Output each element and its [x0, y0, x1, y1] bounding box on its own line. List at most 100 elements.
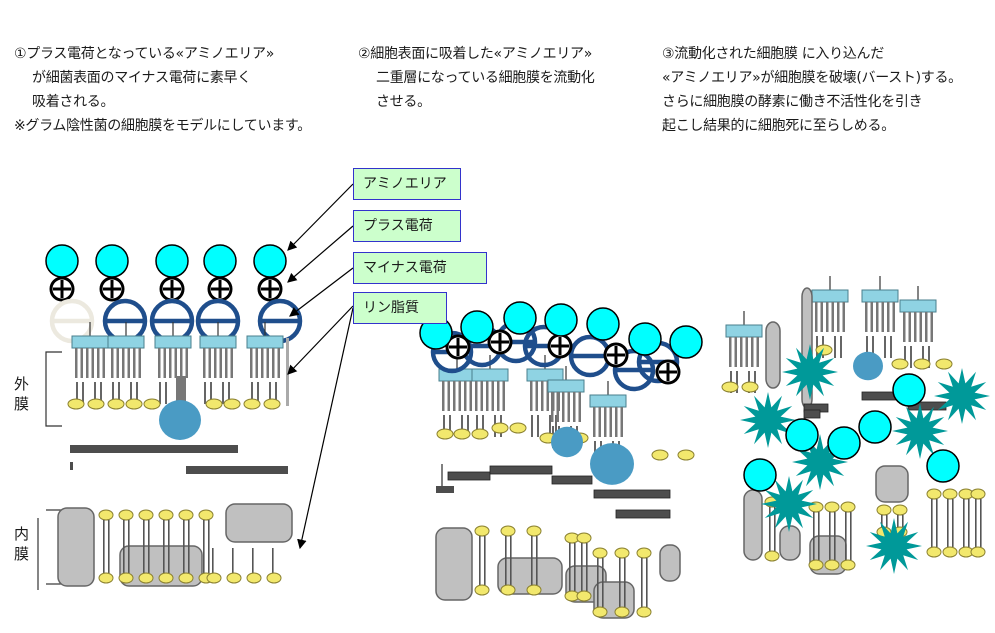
step3-line-1: ③流動化された細胞膜 に入り込んだ	[662, 46, 884, 62]
lipid-head	[926, 546, 942, 558]
fatty-tail	[219, 348, 222, 378]
lipid-head	[576, 532, 592, 544]
lower-tail	[443, 415, 445, 437]
inner-tail	[829, 512, 831, 560]
lower-tail	[537, 415, 539, 437]
lipid-head	[592, 547, 608, 559]
burst-star-icon	[792, 434, 848, 490]
inner-tail	[123, 520, 125, 573]
inner-tail	[947, 499, 949, 547]
lipid-head	[138, 509, 154, 521]
fatty-tail	[214, 348, 217, 378]
inner-tail	[850, 512, 852, 560]
fatty-tail	[230, 348, 233, 378]
membrane-protein	[875, 465, 909, 503]
fatty-tail	[541, 381, 544, 411]
fatty-tail	[820, 302, 823, 332]
step2-caption: ②細胞表面に吸着した«アミノエリア» 二重層になっている細胞膜を流動化 させる。	[358, 42, 595, 114]
fatty-tail	[261, 348, 264, 378]
lipid-head	[824, 501, 840, 513]
inner-tail	[108, 520, 110, 573]
lower-tail	[82, 382, 84, 404]
phospholipid-unit	[199, 322, 237, 404]
fatty-tail	[255, 348, 258, 378]
lower-tail	[467, 415, 469, 437]
fatty-tail	[535, 381, 538, 411]
fatty-tail	[469, 381, 472, 411]
lipid-head	[67, 398, 85, 410]
fatty-tail	[91, 348, 94, 378]
membrane-protein	[743, 489, 763, 561]
lower-tail	[210, 382, 212, 404]
fatty-tail	[740, 337, 743, 367]
inner-tail	[183, 520, 185, 573]
lipid-head	[500, 525, 516, 537]
fatty-tail	[551, 392, 554, 422]
fatty-tail	[97, 348, 100, 378]
inner-tail	[897, 515, 899, 527]
lipoprotein-blob	[590, 443, 634, 485]
lipid-head	[942, 488, 958, 500]
lipid-head	[935, 358, 953, 370]
inner-tail	[574, 543, 576, 591]
step3-line-2: «アミノエリア»が細胞膜を破壊(バースト)する。	[662, 70, 962, 86]
fatty-tail	[491, 381, 494, 411]
lipid-head	[500, 584, 516, 596]
lipoprotein-blob	[551, 426, 583, 458]
step3-line-4: 起こし結果的に細胞死に至らしめる。	[662, 118, 895, 134]
fatty-tail	[604, 407, 607, 437]
amino-area-particle	[858, 410, 892, 444]
fatty-tail	[486, 381, 489, 411]
lipid-head	[223, 398, 241, 410]
fatty-tail	[163, 348, 166, 378]
fatty-tail	[729, 337, 732, 367]
inner-tail	[834, 512, 836, 560]
lipid-head	[125, 398, 143, 410]
membrane-protein	[225, 503, 293, 543]
plus-charge-icon	[603, 342, 629, 368]
lipid-head	[892, 504, 908, 516]
plus-charge-icon	[487, 329, 513, 355]
membrane-protein	[57, 507, 95, 587]
inner-tail	[581, 543, 583, 591]
lower-tail	[165, 382, 167, 404]
step2-line-1: ②細胞表面に吸着した«アミノエリア»	[358, 46, 593, 62]
lipid-head	[592, 606, 608, 618]
fatty-tail	[745, 337, 748, 367]
legend-minus-charge: マイナス電荷	[353, 252, 487, 284]
phospholipid-unit	[811, 276, 849, 358]
fatty-tail	[277, 348, 280, 378]
lipid-top-head	[71, 335, 109, 349]
lower-tail	[922, 346, 924, 368]
inner-tail	[619, 558, 621, 607]
inner-tail	[586, 543, 588, 591]
inner-tail	[845, 512, 847, 560]
fatty-tail	[208, 348, 211, 378]
peptidoglycan-layer	[593, 489, 671, 499]
lipid-head	[840, 501, 856, 513]
panel-step3	[721, 276, 990, 575]
step2-line-3: させる。	[376, 94, 431, 110]
fatty-tail	[158, 348, 161, 378]
amino-area-particle	[203, 244, 237, 278]
fatty-tail	[615, 407, 618, 437]
fatty-tail	[266, 348, 269, 378]
inner-tail	[252, 548, 254, 576]
lower-tail	[736, 371, 738, 393]
lipid-head	[178, 509, 194, 521]
plus-charge-icon	[547, 333, 573, 359]
lower-tail	[136, 382, 138, 404]
lipid-head	[970, 488, 986, 500]
inner-tail	[597, 558, 599, 607]
fatty-tail	[826, 302, 829, 332]
amino-area-particle	[460, 310, 494, 344]
minus-charge-icon	[102, 298, 148, 344]
lipid-head	[764, 550, 780, 562]
lipid-head	[876, 504, 892, 516]
inner-tail	[624, 558, 626, 607]
fatty-tail	[102, 348, 105, 378]
inner-tail	[963, 499, 965, 547]
lipid-head	[509, 422, 527, 434]
fatty-tail	[756, 337, 759, 367]
